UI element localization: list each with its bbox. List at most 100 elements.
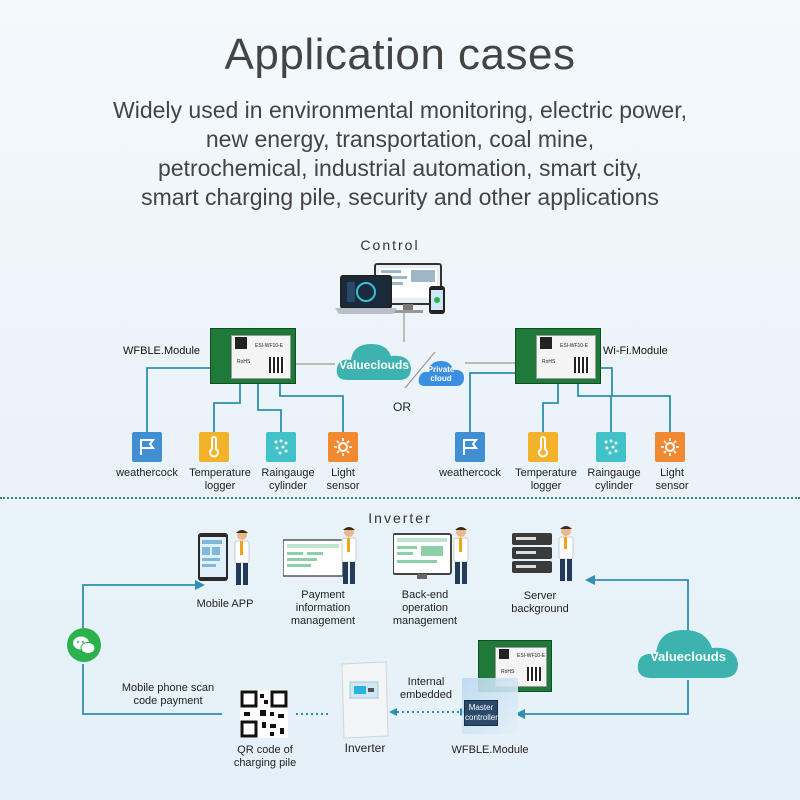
chip-qr-icon — [269, 357, 285, 373]
chip-qr-icon — [527, 667, 541, 681]
mobile-app-illustration — [196, 525, 256, 589]
subtitle-line: Widely used in environmental monitoring,… — [113, 97, 687, 123]
thermometer-icon — [199, 432, 229, 462]
label-line: management — [290, 615, 356, 627]
scan-label: Mobile phone scan code payment — [108, 682, 228, 708]
section-divider — [0, 497, 800, 499]
master-controller-chip: Master controller — [464, 700, 498, 726]
rain-icon — [596, 432, 626, 462]
inverter-label: Inverter — [344, 741, 386, 755]
label-line: charging pile — [233, 757, 297, 769]
inverter-section-label: Inverter — [368, 510, 432, 526]
private-cloud-line: cloud — [430, 374, 452, 383]
label-line: controller — [465, 713, 498, 722]
label-line: Server — [523, 590, 557, 602]
server-person-icon — [512, 526, 574, 581]
dashboard-person-icon — [282, 527, 357, 584]
sensor-label-line: Light — [660, 467, 684, 479]
sensor-label-line: Light — [331, 467, 355, 479]
label-line: Mobile phone scan — [121, 682, 215, 694]
chip-qr-icon — [574, 357, 590, 373]
label-line: code payment — [133, 695, 203, 707]
subtitle-line: petrochemical, industrial automation, sm… — [157, 155, 643, 181]
wfble-module-bottom-label: WFBLE.Module — [451, 744, 529, 756]
chip-brand-text: RoHS — [237, 359, 251, 365]
sensor-label-line: weathercock — [116, 467, 178, 479]
sun-icon — [655, 432, 685, 462]
subtitle-line: smart charging pile, security and other … — [141, 184, 659, 210]
chip-logo-icon — [540, 337, 552, 349]
chip-logo-icon — [235, 337, 247, 349]
sun-icon — [328, 432, 358, 462]
server-illustration — [510, 523, 580, 583]
private-cloud: Private cloud — [417, 356, 465, 390]
subtitle: Widely used in environmental monitoring,… — [60, 96, 740, 212]
mobile-app-label: Mobile APP — [180, 598, 270, 611]
flag-icon — [132, 432, 162, 462]
sensor-label-line: cylinder — [595, 480, 633, 492]
wechat-icon — [67, 628, 101, 662]
qr-code-icon — [240, 690, 288, 738]
cloud-label: Valueclouds — [650, 649, 726, 664]
label-line: QR code of — [237, 744, 293, 756]
payment-label: Payment information management — [273, 589, 373, 628]
sensor-label-line: Raingauge — [587, 467, 641, 479]
chip-logo-icon — [499, 649, 509, 659]
label-line: Internal — [407, 676, 445, 688]
sensor-label-line: Temperature — [189, 467, 251, 479]
label-line: Back-end — [401, 589, 449, 601]
laptop-monitor-phone-icon — [335, 263, 445, 314]
or-label: OR — [393, 400, 411, 414]
chip-model-text: ESI-WF10-E — [517, 653, 546, 659]
server-label: Server background — [495, 590, 585, 616]
monitor-person-icon — [392, 527, 469, 584]
sensor-label-line: sensor — [326, 480, 360, 492]
control-devices — [335, 262, 465, 322]
label-line: operation — [402, 602, 448, 614]
cloud-icon — [336, 344, 411, 380]
phone-person-icon — [198, 530, 250, 585]
page-title: Application cases — [224, 30, 576, 79]
label-line: Mobile APP — [196, 598, 254, 610]
payment-illustration — [282, 522, 363, 586]
cloud-icon — [637, 630, 738, 678]
wfble-module-label: WFBLE.Module — [123, 345, 201, 357]
thermometer-icon — [528, 432, 558, 462]
sensor-label-line: weathercock — [439, 467, 501, 479]
backend-illustration — [392, 522, 473, 586]
subtitle-line: new energy, transportation, coal mine, — [205, 126, 595, 152]
cloud-label: Valueclouds — [338, 358, 410, 372]
chip-model-text: ESI-WF10-E — [560, 343, 589, 349]
cloud-icon — [418, 361, 464, 386]
sensor-label-line: sensor — [655, 480, 689, 492]
flag-icon — [455, 432, 485, 462]
sensor-label: weathercock — [102, 467, 192, 480]
sensor-label-line: Raingauge — [261, 467, 315, 479]
label-line: background — [511, 603, 569, 615]
valueclouds-cloud-bottom: Valueclouds — [636, 622, 740, 682]
chip-brand-text: RoHS — [501, 669, 515, 675]
sensor-label-line: Temperature — [515, 467, 577, 479]
internal-embedded-label: Internal embedded — [386, 676, 466, 702]
wfble-module-chip: ESI-WF10-E RoHS — [210, 328, 296, 384]
backend-label: Back-end operation management — [375, 589, 475, 628]
chip-model-text: ESI-WF10-E — [255, 343, 284, 349]
wifi-module-chip: ESI-WF10-E RoHS — [515, 328, 601, 384]
control-label: Control — [360, 237, 420, 253]
sensor-label-line: logger — [204, 480, 236, 492]
private-cloud-line: Private — [427, 365, 455, 374]
sensor-label-line: cylinder — [269, 480, 307, 492]
private-cloud-label: Private cloud — [417, 365, 465, 383]
inverter-device-icon — [340, 660, 390, 740]
qr-label: QR code of charging pile — [215, 744, 315, 770]
chip-brand-text: RoHS — [542, 359, 556, 365]
wifi-module-label: Wi-Fi.Module — [603, 345, 668, 357]
label-line: Master — [468, 703, 494, 712]
